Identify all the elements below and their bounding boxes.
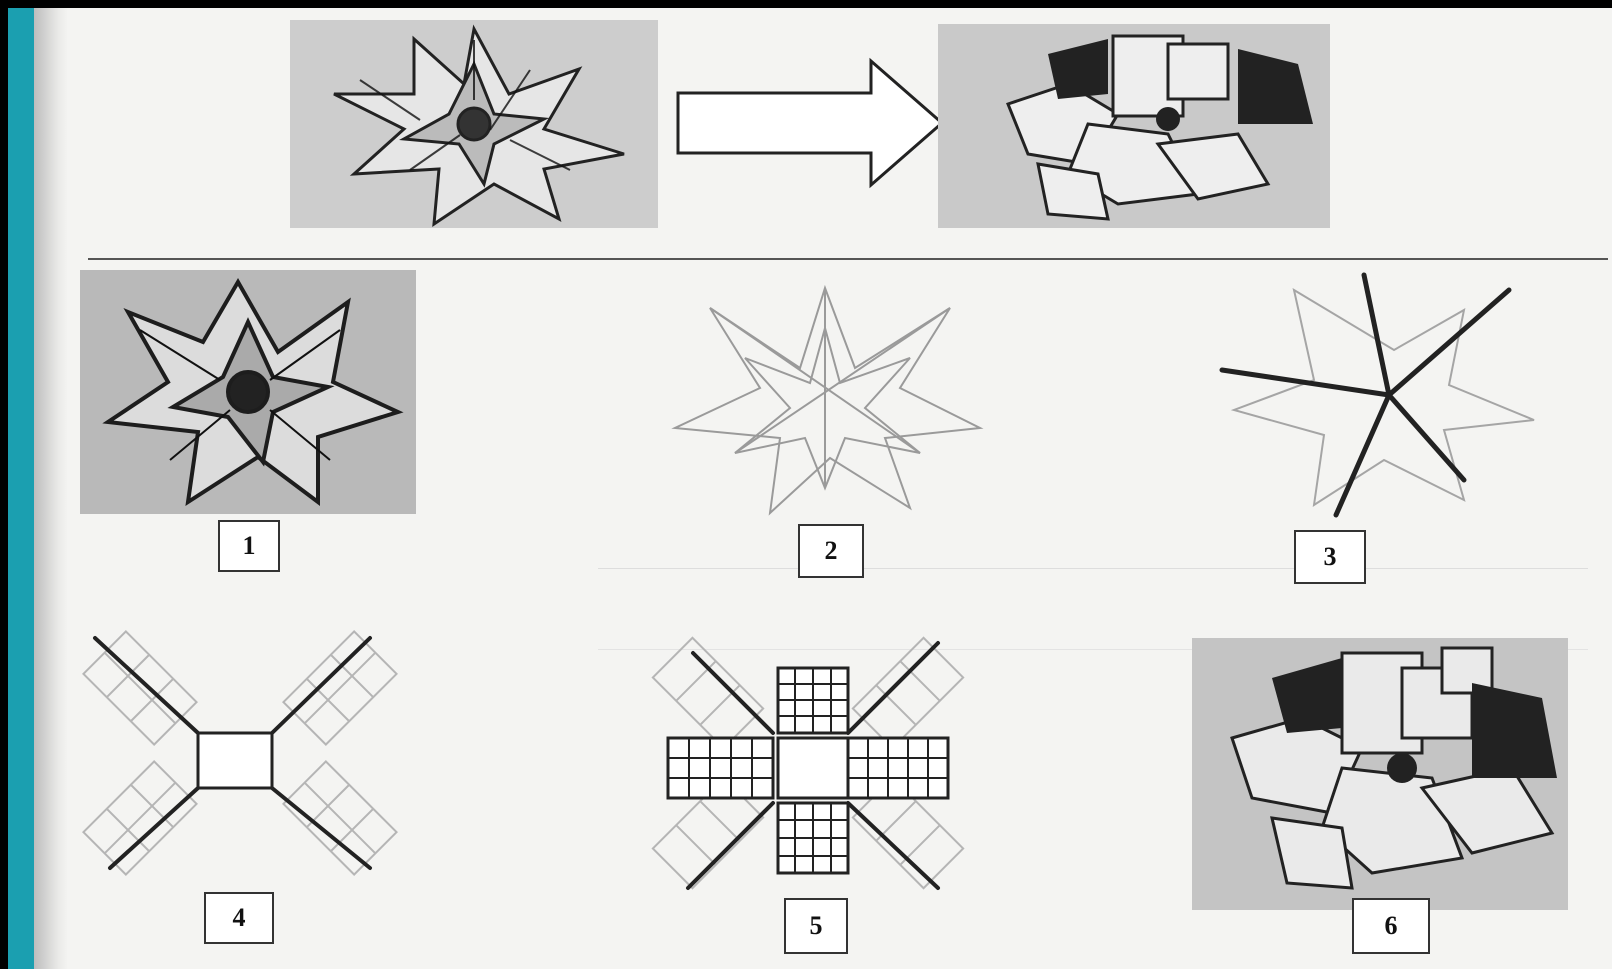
arrow-right-icon <box>676 58 948 188</box>
step4-x-skeleton <box>80 618 400 886</box>
mosaic-result-photo-top <box>938 24 1330 228</box>
step-label-5: 5 <box>784 898 848 954</box>
step-label-4: 4 <box>204 892 274 944</box>
flower-icon <box>290 20 658 228</box>
page-binding-shadow <box>34 8 68 969</box>
step5-grid-skeleton <box>648 628 968 900</box>
window-edge <box>8 8 34 969</box>
step1-flower-photo <box>80 270 416 514</box>
flower-icon <box>80 270 416 514</box>
section-divider <box>88 258 1608 260</box>
step3-star-with-axes <box>1214 270 1554 520</box>
step6-mosaic-photo <box>1192 638 1568 910</box>
step-label-3: 3 <box>1294 530 1366 584</box>
step-label-1: 1 <box>218 520 280 572</box>
book-page: 1 2 3 <box>8 8 1612 969</box>
original-flower-photo-top <box>290 20 658 228</box>
step2-star-outline <box>660 278 990 518</box>
mosaic-flower-icon <box>1192 638 1568 910</box>
step-label-6: 6 <box>1352 898 1430 954</box>
step-label-2: 2 <box>798 524 864 578</box>
mosaic-flower-icon <box>938 24 1330 228</box>
